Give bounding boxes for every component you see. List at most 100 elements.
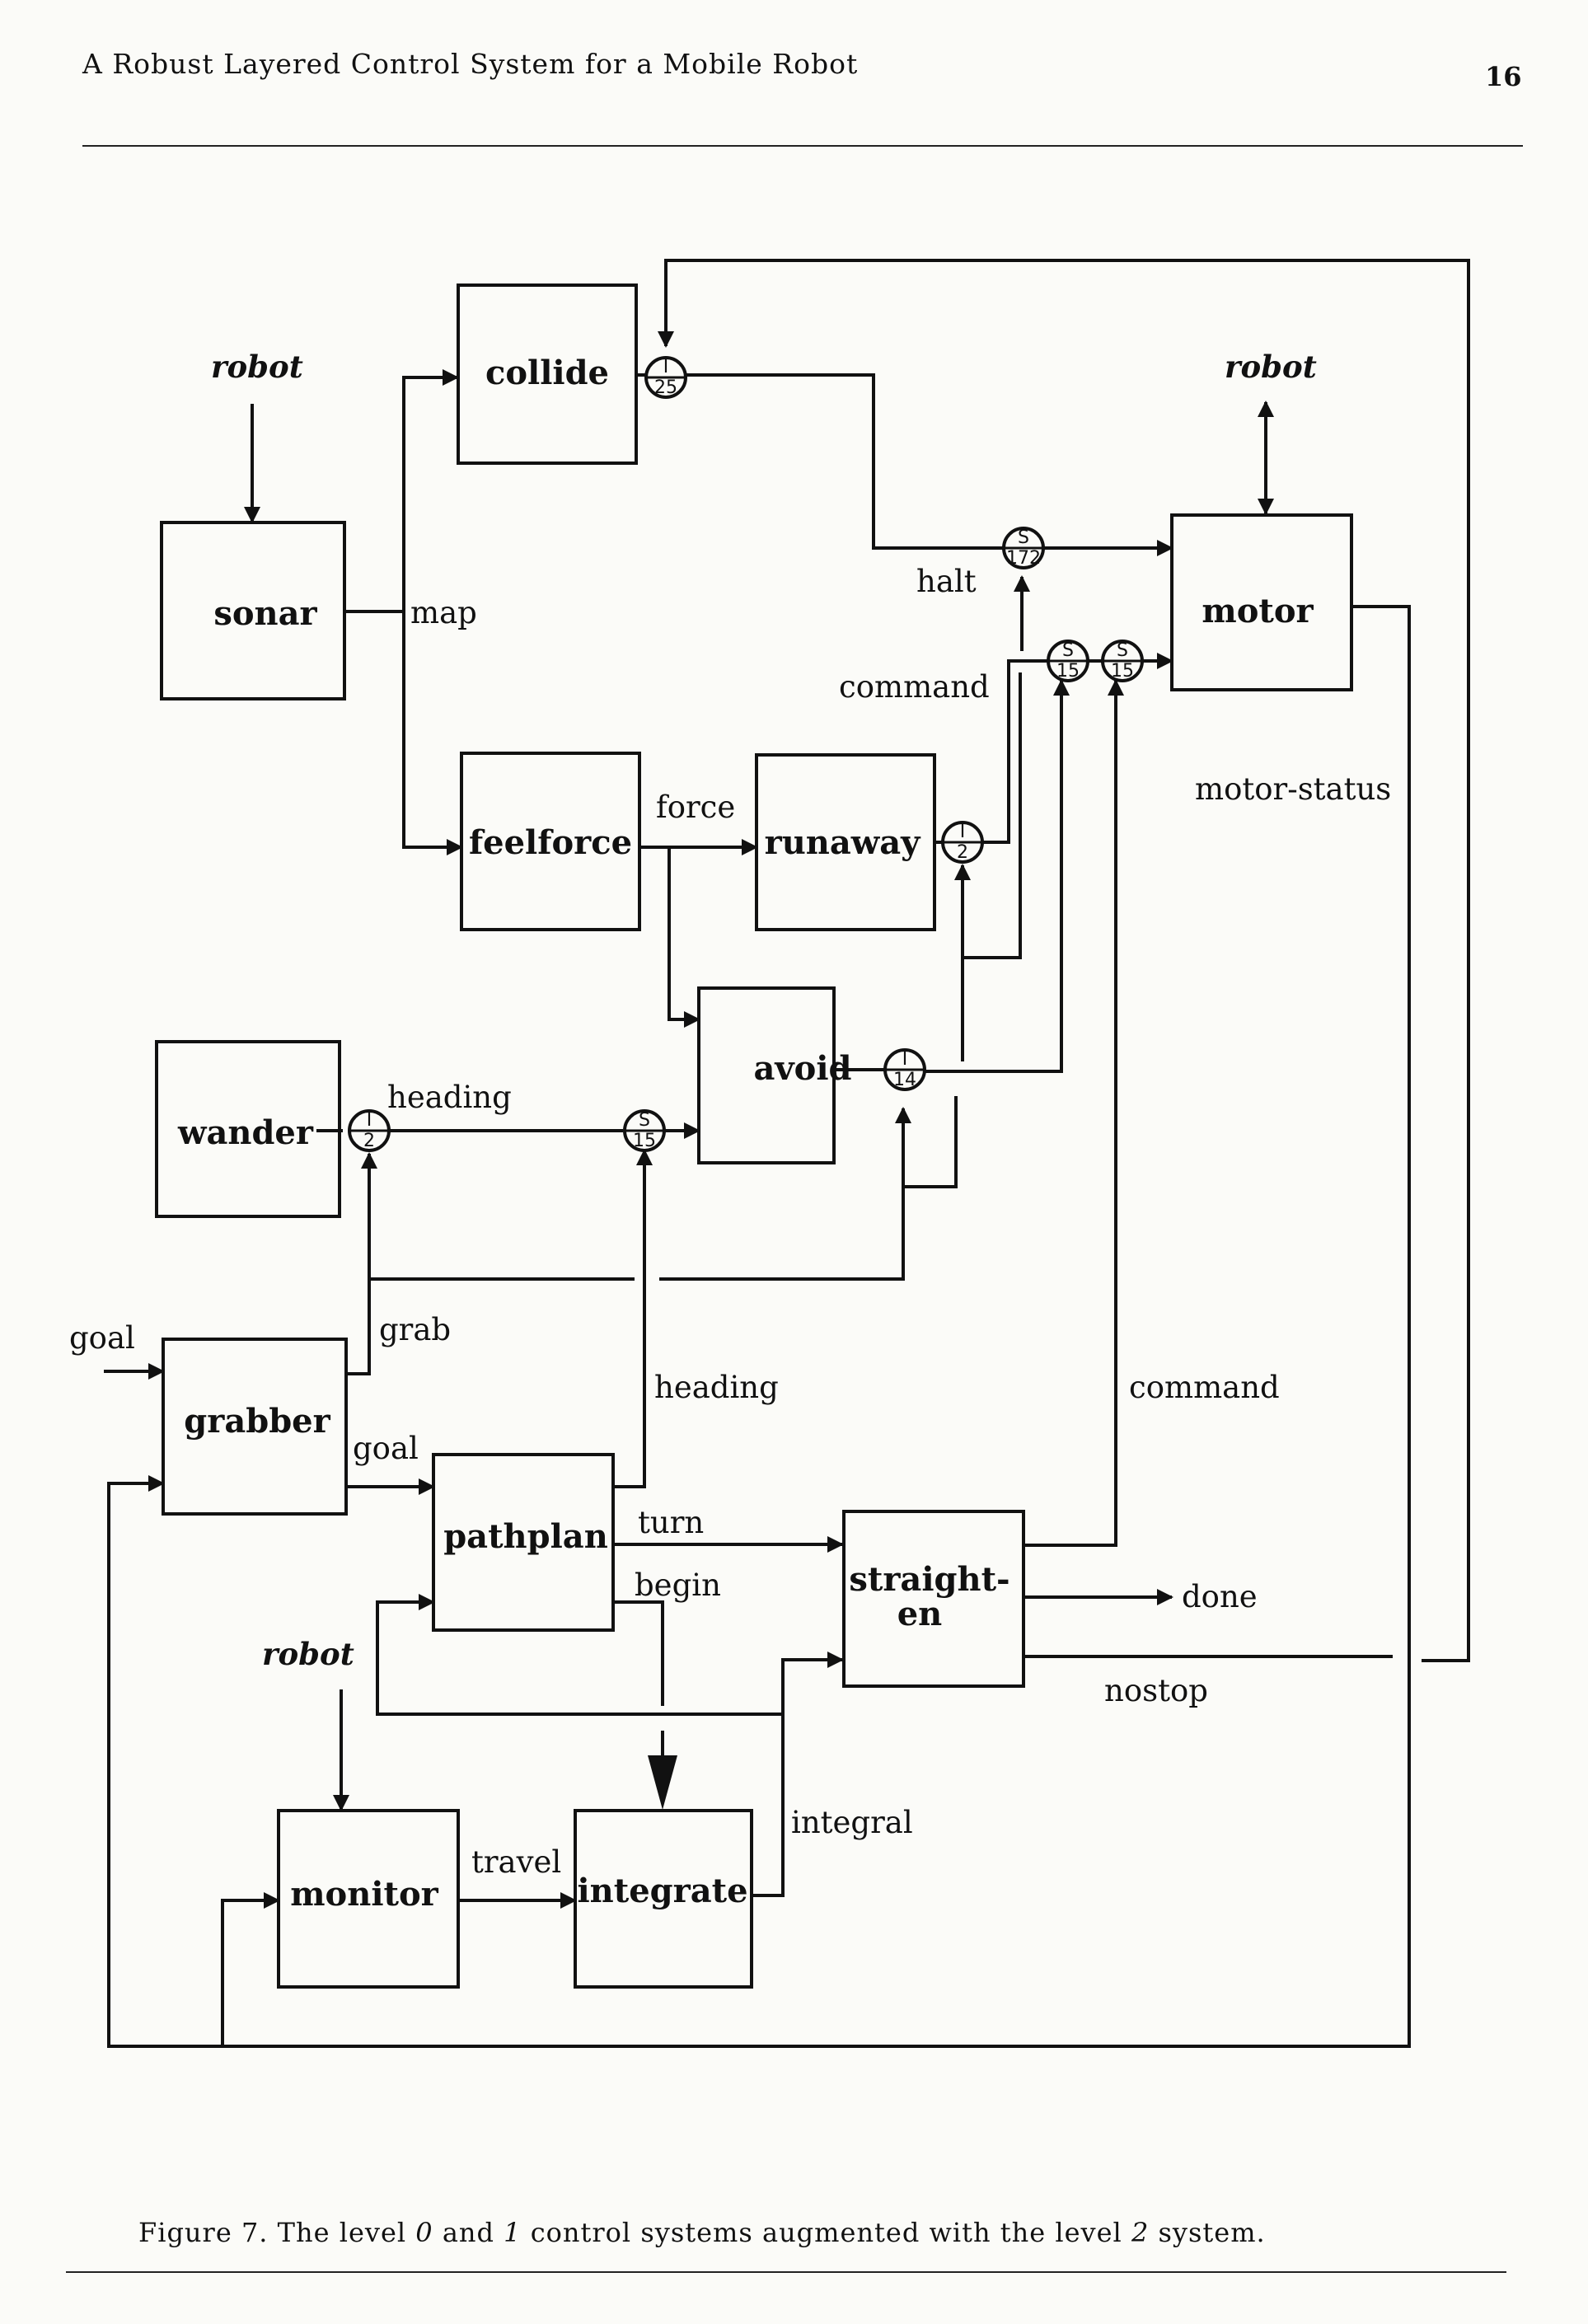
- avoid-suppress-node: S 15: [623, 1109, 666, 1152]
- goal-pathplan-label: goal: [353, 1431, 419, 1466]
- runaway-label: runaway: [765, 823, 922, 862]
- map-to-feelforce-wire: [402, 611, 463, 855]
- sonar-label: sonar: [213, 594, 317, 633]
- grabber-module: grabber: [162, 1338, 348, 1516]
- collide-label: collide: [485, 354, 609, 392]
- monitor-module: monitor: [277, 1809, 460, 1989]
- avoid-module: avoid: [697, 986, 852, 1164]
- turn-label: turn: [638, 1505, 704, 1540]
- heading-pathplan-label: heading: [654, 1370, 779, 1405]
- motor-suppress-node-b: S 15: [1101, 640, 1144, 682]
- straighten-module: straight- en: [842, 1510, 1025, 1688]
- map-label: map: [410, 595, 477, 630]
- integrate-module: integrate: [574, 1809, 753, 1989]
- straighten-label-1: straight-: [849, 1560, 1009, 1599]
- avoid-inhibit-node: I 14: [883, 1048, 926, 1091]
- node-text-bottom: 15: [1056, 661, 1080, 682]
- runaway-command-wire: [981, 659, 1052, 844]
- motor-status-feedback-wire: [658, 259, 1470, 1662]
- node-text-top: I: [367, 1110, 372, 1131]
- grab-label: grab: [379, 1312, 451, 1347]
- motor-suppress-node-a: S 15: [1047, 640, 1089, 682]
- node-text-bottom: 172: [1006, 548, 1041, 569]
- command-top-label: command: [839, 669, 990, 705]
- caption-middle: and: [442, 2217, 494, 2248]
- footer-rule: [66, 2271, 1506, 2273]
- node-text-top: I: [960, 822, 966, 842]
- travel-label: travel: [471, 1844, 561, 1880]
- node-text-top: S: [639, 1110, 650, 1131]
- robot-sonar-label: robot: [211, 349, 303, 385]
- force-to-avoid-wire: [668, 847, 700, 1028]
- page-number: 16: [1485, 61, 1522, 92]
- node-text-top: I: [663, 357, 669, 377]
- integrate-label: integrate: [577, 1872, 747, 1910]
- pathplan-heading-wire: [613, 1149, 653, 1488]
- avoid-node-to-suppress-wire: [921, 679, 1070, 1073]
- node-text-top: S: [1062, 640, 1074, 661]
- monitor-label: monitor: [290, 1875, 438, 1914]
- motor-status-to-monitor-wire: [221, 1892, 280, 2046]
- runaway-module: runaway: [755, 753, 936, 931]
- figure-caption: Figure 7. The level 0 and 1 control syst…: [138, 2217, 1266, 2248]
- straighten-label-2: en: [897, 1595, 943, 1633]
- begin-arrowhead: [648, 1755, 677, 1810]
- halt-wire: [686, 373, 1007, 550]
- done-label: done: [1182, 1579, 1258, 1614]
- header-rule: [82, 145, 1523, 147]
- integral-to-pathplan-wire: [376, 1594, 783, 1716]
- robot-monitor-label: robot: [262, 1636, 354, 1672]
- integral-wire: [752, 1652, 844, 1897]
- halt-suppress-node: S 172: [1002, 527, 1045, 569]
- node-text-top: I: [902, 1049, 908, 1070]
- heading-wander-label: heading: [387, 1080, 512, 1115]
- node-text-bottom: 15: [1111, 661, 1134, 682]
- caption-text-1: control systems augmented with the level: [530, 2217, 1122, 2248]
- collide-module: collide: [457, 283, 638, 465]
- node-text-top: S: [1117, 640, 1128, 661]
- straighten-command-wire: [1024, 679, 1124, 1547]
- node-text-bottom: 2: [363, 1131, 375, 1151]
- command-straighten-label: command: [1129, 1370, 1280, 1405]
- feelforce-module: feelforce: [460, 752, 641, 931]
- integral-label: integral: [791, 1805, 913, 1840]
- sonar-module: sonar: [160, 521, 346, 700]
- avoid-to-runaway-node-wire: [961, 672, 1022, 1061]
- pathplan-module: pathplan: [432, 1453, 615, 1632]
- runaway-inhibit-node: I 2: [941, 821, 984, 864]
- motor-module: motor: [1170, 513, 1353, 691]
- begin-wire: [613, 1600, 664, 1706]
- force-label: force: [656, 790, 735, 825]
- motor-status-wire: [107, 605, 1411, 2048]
- motor-label: motor: [1202, 592, 1314, 630]
- caption-prefix: Figure 7. The level: [138, 2217, 407, 2248]
- node-text-bottom: 25: [654, 377, 677, 398]
- caption-level-a: 0: [415, 2217, 433, 2248]
- wander-inhibit-node: I 2: [348, 1109, 391, 1152]
- wander-module: wander: [155, 1040, 341, 1218]
- running-header: A Robust Layered Control System for a Mo…: [82, 48, 859, 80]
- motor-status-label: motor-status: [1195, 771, 1391, 807]
- feelforce-label: feelforce: [469, 823, 632, 862]
- caption-level-c: 2: [1131, 2217, 1150, 2248]
- grab-wire: [346, 1152, 377, 1375]
- collide-inhibit-node: I 25: [644, 356, 687, 399]
- node-text-bottom: 2: [957, 842, 968, 863]
- grabber-label: grabber: [184, 1402, 330, 1441]
- node-text-top: S: [1018, 527, 1029, 548]
- nostop-label: nostop: [1104, 1673, 1208, 1708]
- grab-bus-right-wire: [659, 1187, 905, 1281]
- wander-label: wander: [177, 1113, 314, 1152]
- halt-label: halt: [916, 564, 977, 599]
- avoid-label: avoid: [753, 1049, 851, 1088]
- pathplan-label: pathplan: [443, 1517, 608, 1556]
- node-text-bottom: 15: [633, 1131, 656, 1151]
- caption-suffix: system.: [1158, 2217, 1266, 2248]
- goal-in-label: goal: [69, 1320, 135, 1356]
- caption-level-b: 1: [504, 2217, 522, 2248]
- grab-to-avoid-wire: [895, 1096, 958, 1188]
- robot-motor-label: robot: [1225, 349, 1317, 385]
- node-text-bottom: 14: [893, 1070, 916, 1090]
- begin-label: begin: [635, 1567, 721, 1603]
